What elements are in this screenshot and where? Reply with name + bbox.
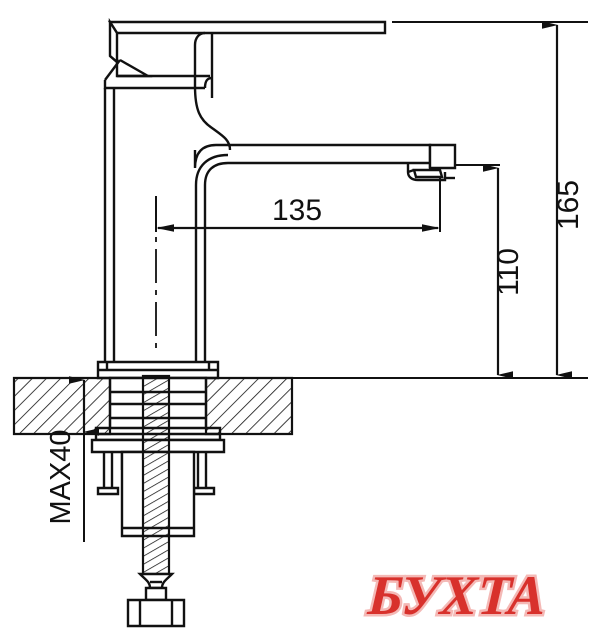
dimension-label-135: 135: [272, 194, 322, 227]
threaded-shank: [141, 374, 171, 576]
dimension-label-165: 165: [552, 180, 585, 230]
dimension-overall-height: 165: [292, 21, 588, 379]
dimension-counter-thickness: MAX40: [45, 376, 99, 542]
dimension-label-110: 110: [492, 248, 525, 296]
aerator-outlet: [406, 143, 457, 182]
supply-connector: [126, 572, 186, 628]
dimension-label-max40: MAX40: [45, 429, 77, 524]
faucet-column: [103, 88, 116, 378]
dimension-spout-reach: 135: [155, 176, 441, 232]
handle-collar: [193, 31, 214, 89]
faucet-body-spout: [193, 85, 432, 378]
base-flange: [96, 360, 220, 380]
watermark-buhta: БУХТА: [363, 563, 550, 630]
dimension-spout-height: 110: [455, 164, 525, 379]
faucet-assembly: [90, 17, 457, 628]
watermark-text: БУХТА: [365, 565, 547, 627]
